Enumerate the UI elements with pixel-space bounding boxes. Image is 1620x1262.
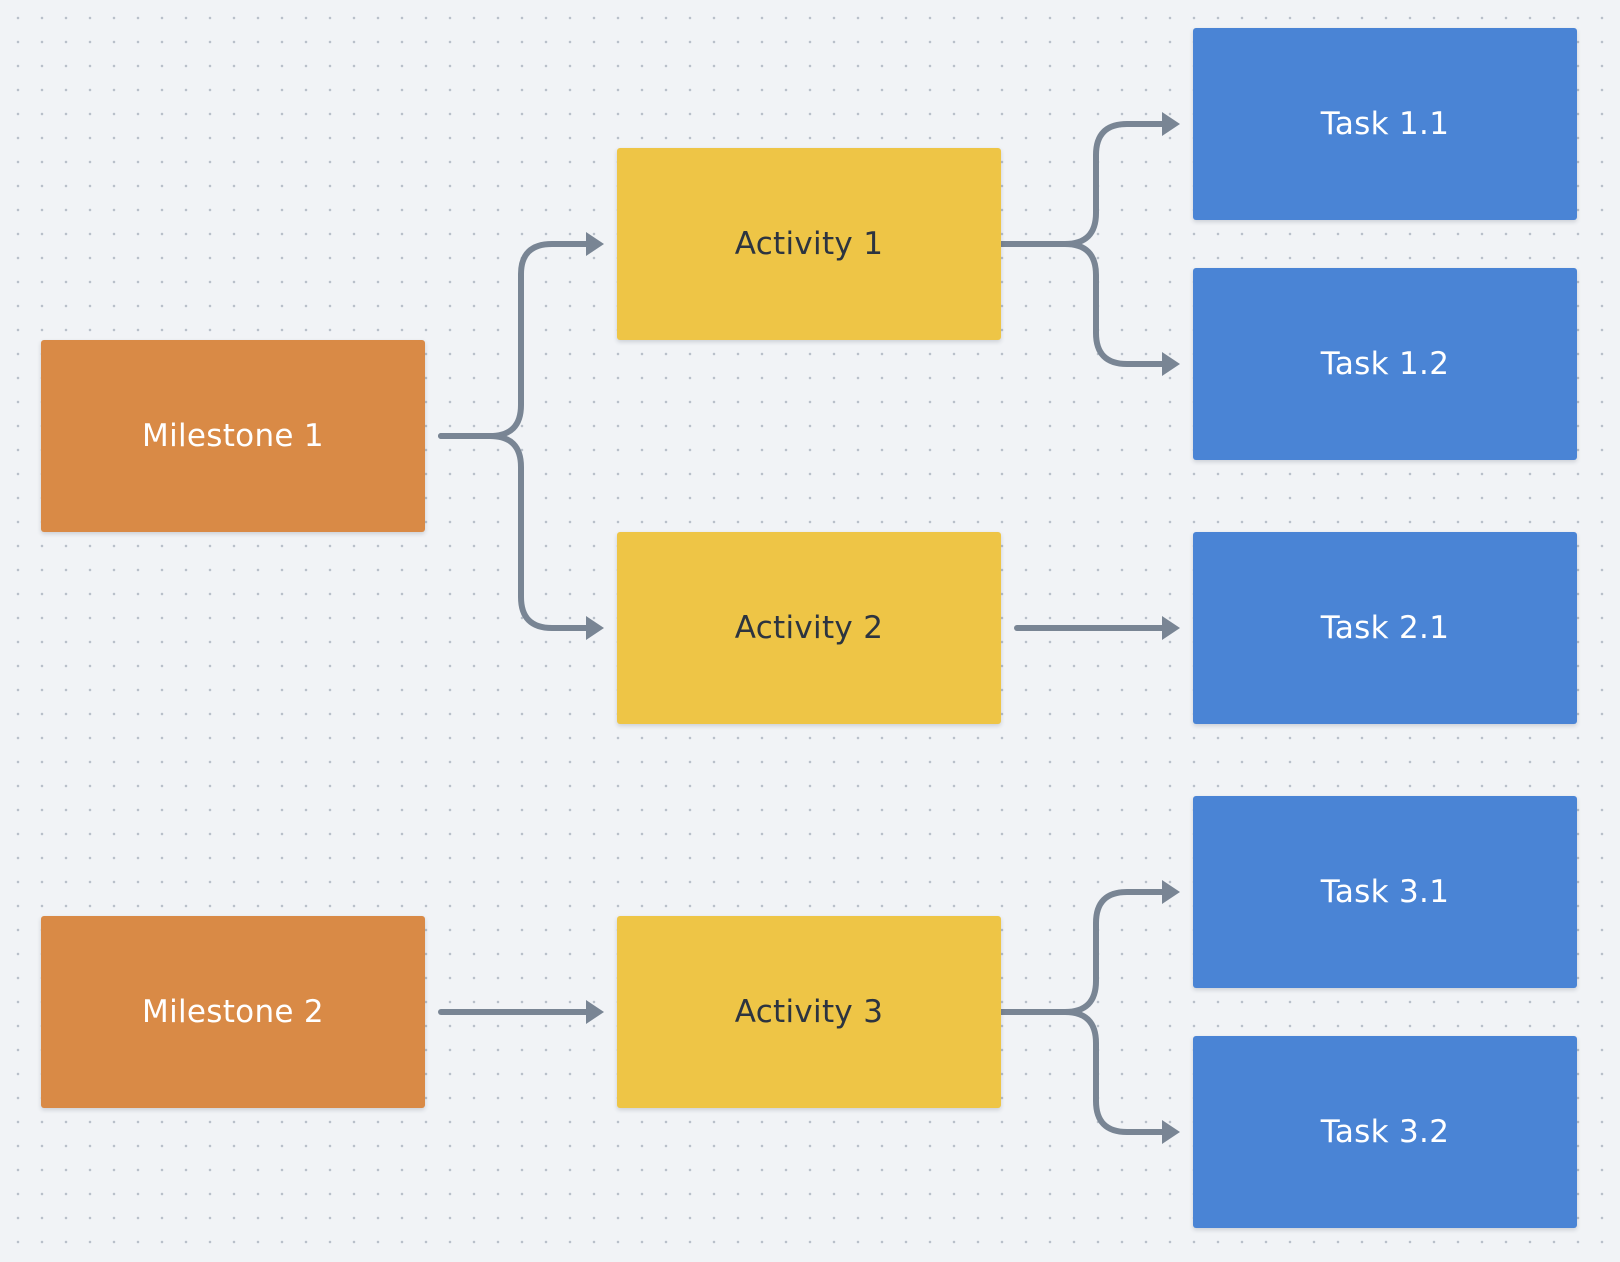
task-node[interactable]: Task 1.2 bbox=[1193, 268, 1577, 460]
connector-activity-3-to-task-3-1[interactable] bbox=[998, 889, 1169, 1015]
arrowhead-icon bbox=[586, 1000, 604, 1024]
node-label: Task 2.1 bbox=[1320, 610, 1450, 646]
arrowhead-icon bbox=[1162, 1120, 1180, 1144]
task-node[interactable]: Task 2.1 bbox=[1193, 532, 1577, 724]
connector-activity-1-to-task-1-2[interactable] bbox=[998, 241, 1169, 367]
node-label: Milestone 2 bbox=[142, 994, 324, 1030]
task-node[interactable]: Task 3.2 bbox=[1193, 1036, 1577, 1228]
node-label: Activity 2 bbox=[734, 610, 884, 646]
arrowhead-icon bbox=[1162, 112, 1180, 136]
arrowhead-icon bbox=[1162, 880, 1180, 904]
milestone-node[interactable]: Milestone 1 bbox=[41, 340, 425, 532]
node-label: Activity 3 bbox=[734, 994, 884, 1030]
node-label: Task 1.1 bbox=[1320, 106, 1450, 142]
node-label: Task 3.1 bbox=[1320, 874, 1450, 910]
node-label: Task 3.2 bbox=[1320, 1114, 1450, 1150]
task-node[interactable]: Task 1.1 bbox=[1193, 28, 1577, 220]
connector-activity-3-to-task-3-2[interactable] bbox=[998, 1009, 1169, 1135]
node-label: Task 1.2 bbox=[1320, 346, 1450, 382]
arrowhead-icon bbox=[586, 232, 604, 256]
activity-node[interactable]: Activity 3 bbox=[617, 916, 1001, 1108]
arrowhead-icon bbox=[1162, 616, 1180, 640]
arrowhead-icon bbox=[1162, 352, 1180, 376]
activity-node[interactable]: Activity 1 bbox=[617, 148, 1001, 340]
connector-milestone-1-to-activity-1[interactable] bbox=[438, 241, 593, 439]
activity-node[interactable]: Activity 2 bbox=[617, 532, 1001, 724]
task-node[interactable]: Task 3.1 bbox=[1193, 796, 1577, 988]
milestone-node[interactable]: Milestone 2 bbox=[41, 916, 425, 1108]
connector-milestone-1-to-activity-2[interactable] bbox=[438, 433, 593, 631]
node-label: Activity 1 bbox=[734, 226, 884, 262]
connector-activity-1-to-task-1-1[interactable] bbox=[998, 121, 1169, 247]
node-label: Milestone 1 bbox=[142, 418, 324, 454]
arrowhead-icon bbox=[586, 616, 604, 640]
